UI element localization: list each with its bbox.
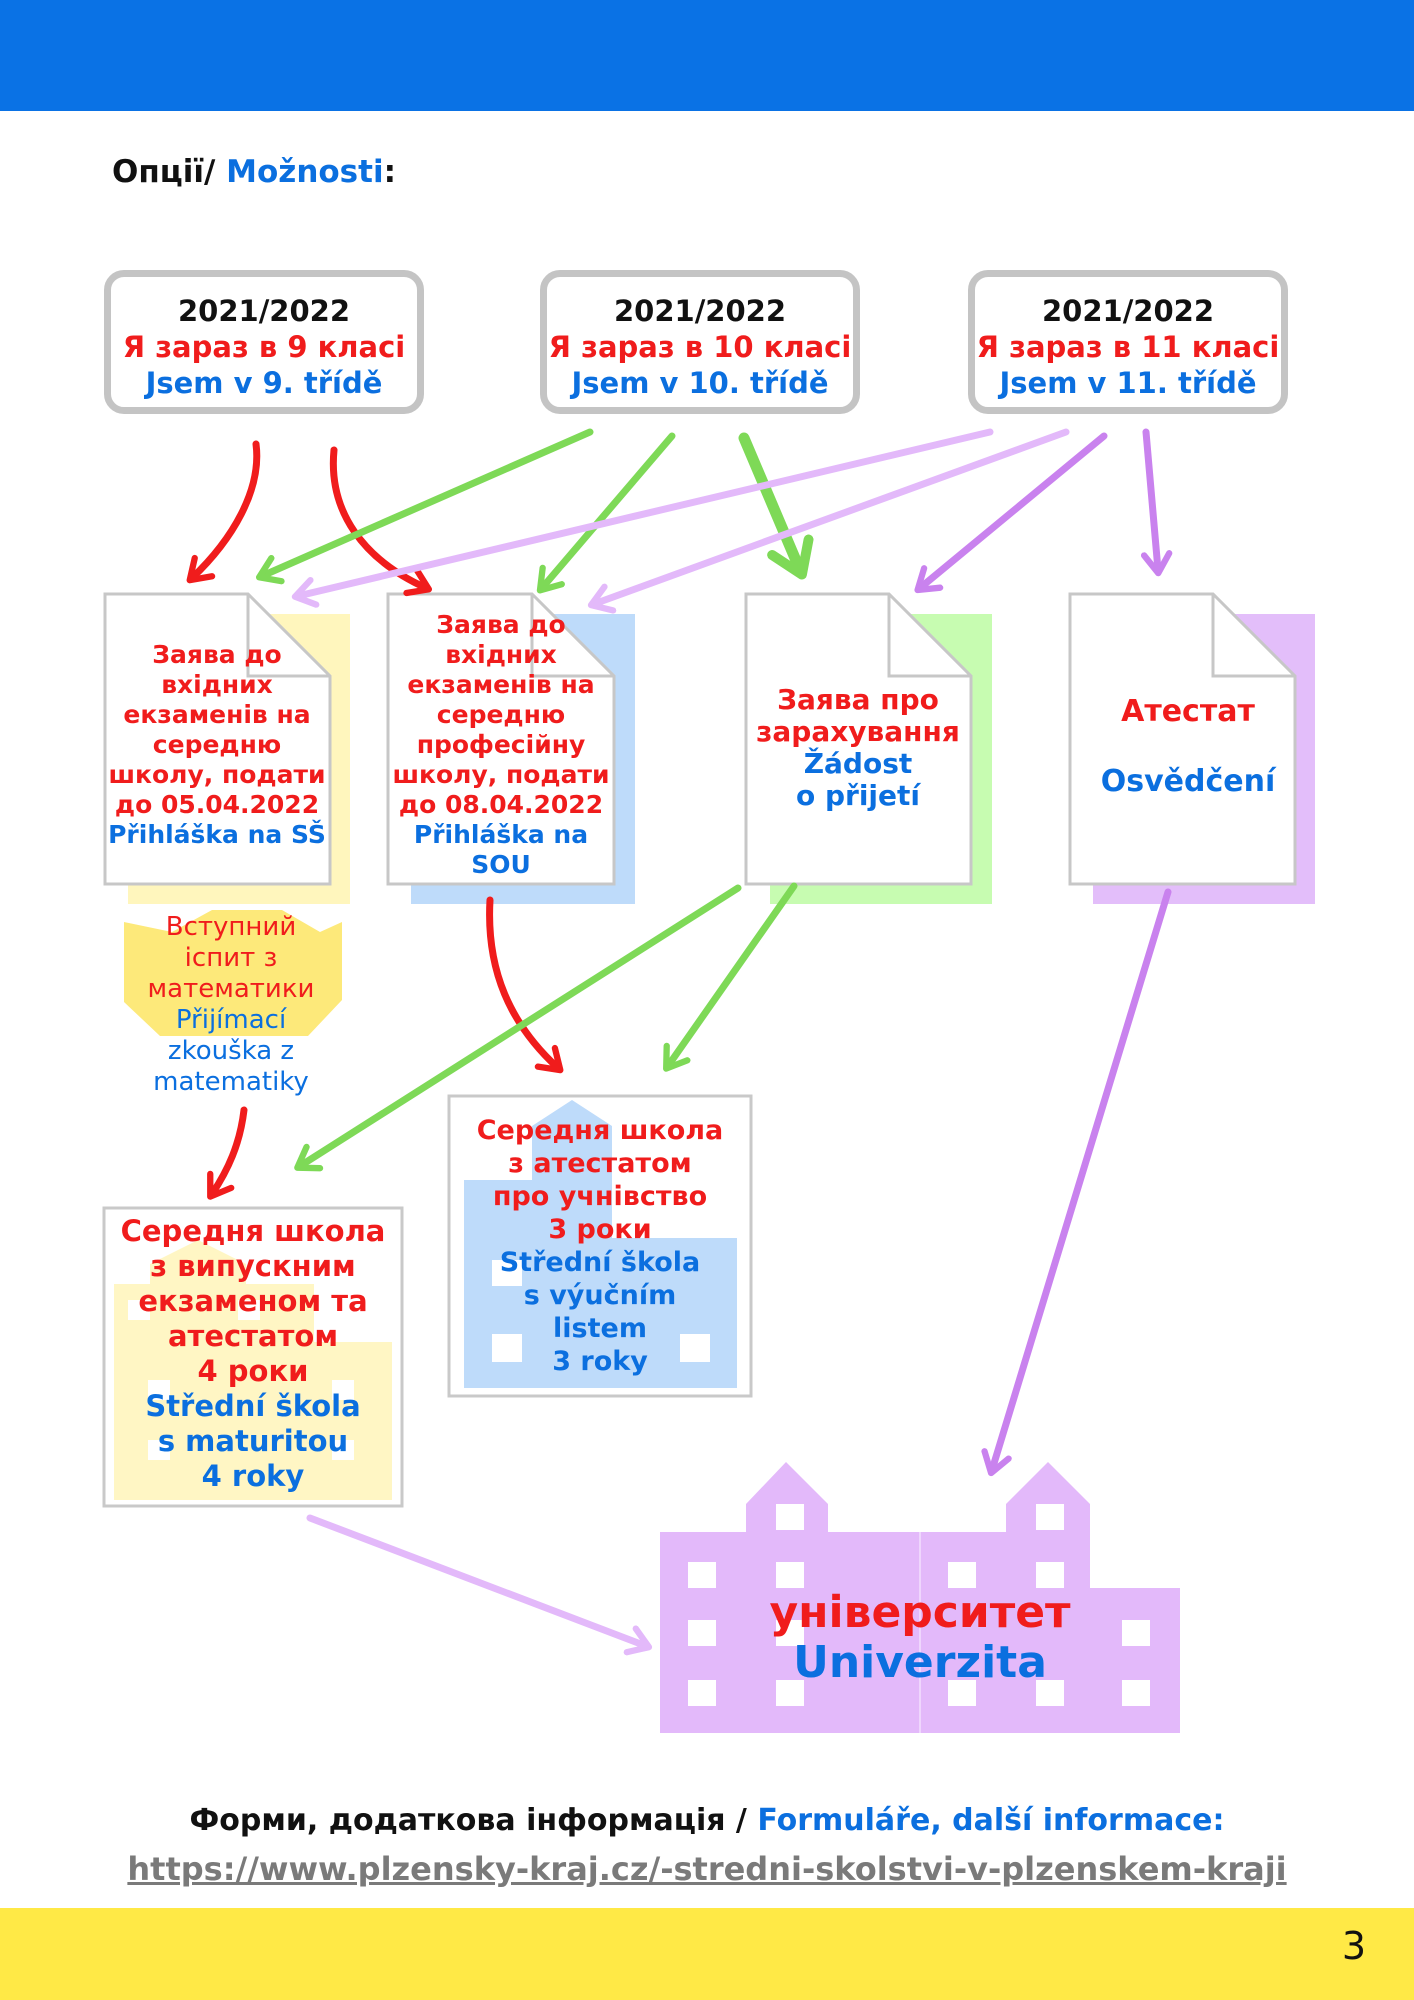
arrow-9-to-ss-application bbox=[186, 440, 261, 584]
maturita-school-text: Середня школа з випускним екзаменом та а… bbox=[120, 1214, 386, 1493]
sou-application-document bbox=[386, 592, 635, 904]
grade-11-box: 2021/2022 Я зараз в 11 класі Jsem v 11. … bbox=[968, 270, 1288, 414]
arrow-10-to-admission-request bbox=[738, 432, 814, 580]
footer-info: Форми, додаткова інформація / Formuláře,… bbox=[189, 1803, 1225, 1838]
grade-9-year: 2021/2022 bbox=[177, 294, 351, 328]
arrow-11-to-ss-application bbox=[291, 428, 994, 608]
university-uk: університет bbox=[769, 1587, 1071, 1638]
arrow-certificate-to-university bbox=[981, 888, 1172, 1477]
grade-10-uk: Я зараз в 10 класі bbox=[548, 330, 852, 364]
grade-10-box: 2021/2022 Я зараз в 10 класі Jsem v 10. … bbox=[540, 270, 860, 414]
certificate-text: Атестат Osvědčení bbox=[1100, 694, 1276, 799]
arrow-10-to-ss-application bbox=[255, 428, 594, 585]
bottom-banner bbox=[0, 1908, 1414, 2000]
admission-request-document bbox=[744, 592, 992, 904]
ss-application-text: Заява до вхідних екзаменів на середню шк… bbox=[108, 640, 326, 849]
certificate-document bbox=[1068, 592, 1315, 904]
arrow-10-to-sou-application bbox=[536, 432, 676, 594]
university-building bbox=[660, 1462, 1180, 1733]
grade-9-uk: Я зараз в 9 класі bbox=[122, 330, 406, 364]
university-text: університет Univerzita bbox=[700, 1588, 1140, 1688]
vocational-school-text: Середня школа з атестатом про учнівство … bbox=[476, 1115, 724, 1377]
arrow-maturita-to-university bbox=[306, 1514, 653, 1656]
maturita-school-card bbox=[102, 1206, 404, 1508]
ss-application-document bbox=[103, 592, 350, 904]
footer-link[interactable]: https://www.plzensky-kraj.cz/-stredni-sk… bbox=[127, 1850, 1287, 1888]
arrow-admission-to-maturita-school bbox=[294, 884, 742, 1172]
arrow-11-to-certificate bbox=[1140, 428, 1173, 577]
university-cz: Univerzita bbox=[793, 1637, 1047, 1688]
exam-banner-shape bbox=[124, 910, 342, 1036]
arrow-exam-to-maturita-school bbox=[207, 1106, 248, 1200]
arrow-11-to-sou-application bbox=[587, 428, 1070, 614]
grade-11-cz: Jsem v 11. třídě bbox=[999, 366, 1257, 400]
sou-application-text: Заява до вхідних екзаменів на середню пр… bbox=[392, 610, 610, 879]
grade-9-box: 2021/2022 Я зараз в 9 класі Jsem v 9. tř… bbox=[104, 270, 424, 414]
arrow-sou-to-vocational-school bbox=[486, 896, 564, 1074]
arrow-admission-to-vocational-school bbox=[663, 882, 798, 1072]
top-banner bbox=[0, 0, 1414, 111]
grade-11-year: 2021/2022 bbox=[1041, 294, 1215, 328]
page-number: 3 bbox=[1341, 1924, 1366, 1968]
grade-10-year: 2021/2022 bbox=[613, 294, 787, 328]
vocational-school-card bbox=[447, 1094, 753, 1398]
grade-11-uk: Я зараз в 11 класі bbox=[976, 330, 1280, 364]
arrow-11-to-admission-request bbox=[914, 432, 1108, 594]
admission-request-text: Заява про зарахування Žádost o přijetí bbox=[756, 683, 960, 812]
math-exam-label: Вступний іспит з математики Přijímací zk… bbox=[147, 912, 315, 1097]
grade-10-cz: Jsem v 10. třídě bbox=[571, 366, 829, 400]
grade-9-cz: Jsem v 9. třídě bbox=[145, 366, 383, 400]
page-heading: Опції/ Možnosti: bbox=[112, 154, 396, 190]
